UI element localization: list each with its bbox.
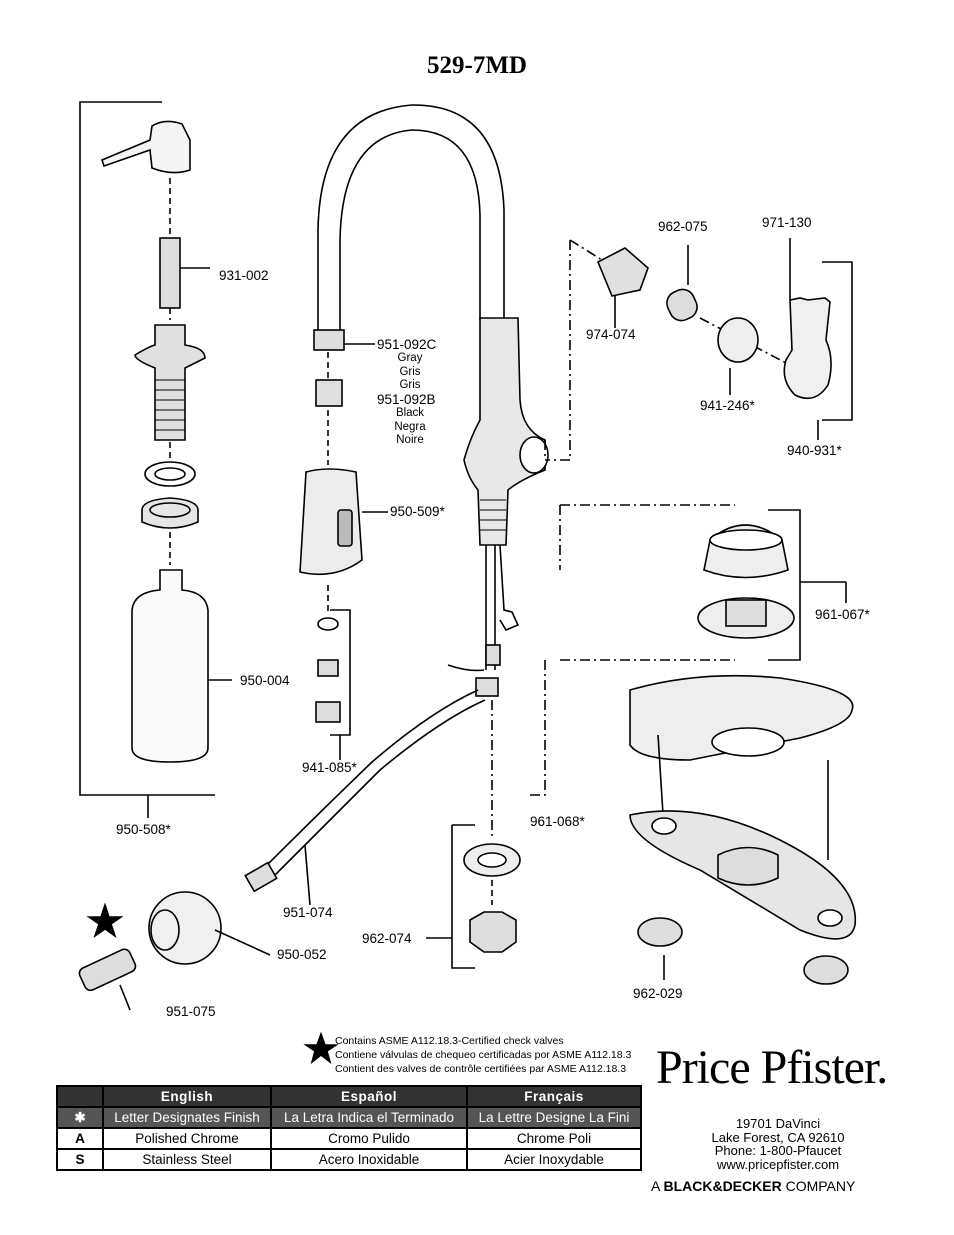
note-french: Contient des valves de contrôle certifié… [335, 1063, 627, 1075]
row-english: Polished Chrome [101, 1127, 273, 1150]
part-950-509: 950-509* [390, 504, 445, 519]
row-french: Acier Inoxydable [465, 1148, 643, 1171]
part-951-092C-colors: Gray Gris Gris [397, 352, 423, 391]
part-950-052: 950-052 [277, 947, 327, 962]
part-950-508: 950-508* [116, 822, 171, 837]
row-french: Chrome Poli [465, 1127, 643, 1150]
parent-company-line: A BLACK&DECKER COMPANY [651, 1178, 856, 1194]
row-english: Stainless Steel [101, 1148, 273, 1171]
faucet-body [463, 317, 546, 546]
finish-table-subheader: ✱ Letter Designates Finish La Letra Indi… [56, 1106, 643, 1129]
finish-table: English Español Français ✱ Letter Design… [56, 1085, 643, 1171]
part-962-075: 962-075 [658, 219, 708, 234]
part-951-092C: 951-092C [377, 337, 437, 352]
part-940-931: 940-931* [787, 443, 842, 458]
part-951-074: 951-074 [283, 905, 333, 920]
spray-head [299, 468, 363, 576]
soap-bottle [131, 569, 209, 763]
part-961-067: 961-067* [815, 607, 870, 622]
part-971-130: 971-130 [762, 215, 812, 230]
part-961-068: 961-068* [530, 814, 585, 829]
soap-pump-top [101, 120, 191, 174]
price-pfister-logo: Price Pfister. [656, 1041, 888, 1094]
subheader-spanish: La Letra Indica el Terminado [270, 1106, 468, 1129]
table-row: A Polished Chrome Cromo Pulido Chrome Po… [56, 1127, 643, 1150]
row-key: A [56, 1127, 104, 1150]
header-english: English [101, 1085, 273, 1108]
subheader-french: La Lettre Designe La Fini [465, 1106, 643, 1129]
header-key-cell [56, 1085, 104, 1108]
subheader-key: ✱ [56, 1106, 104, 1129]
deck-plate-top [629, 674, 854, 761]
part-951-075: 951-075 [166, 1004, 216, 1019]
part-974-074: 974-074 [586, 327, 636, 342]
row-key: S [56, 1148, 104, 1171]
lever-handle [783, 297, 832, 400]
part-951-092B-colors: Black Negra Noire [394, 407, 426, 446]
part-962-029: 962-029 [633, 986, 683, 1001]
table-row: S Stainless Steel Acero Inoxidable Acier… [56, 1148, 643, 1171]
faucet-spout [317, 104, 505, 330]
part-951-092B: 951-092B [377, 392, 436, 407]
check-valve-star [86, 902, 124, 939]
part-941-085: 941-085* [302, 760, 357, 775]
note-spanish: Contiene válvulas de chequeo certificada… [335, 1049, 632, 1061]
subheader-english: Letter Designates Finish [101, 1106, 273, 1129]
header-spanish: Español [270, 1085, 468, 1108]
row-spanish: Acero Inoxidable [270, 1148, 468, 1171]
company-address: 19701 DaVinci Lake Forest, CA 92610 Phon… [711, 1116, 845, 1172]
finish-table-header: English Español Français [56, 1085, 643, 1108]
model-number: 529-7MD [427, 52, 527, 79]
part-931-002: 931-002 [219, 268, 269, 283]
header-french: Français [465, 1085, 643, 1108]
part-941-246: 941-246* [700, 398, 755, 413]
pump-stem [159, 237, 181, 309]
note-english: Contains ASME A112.18.3-Certified check … [335, 1035, 564, 1047]
part-950-004: 950-004 [240, 673, 290, 688]
part-962-074: 962-074 [362, 931, 412, 946]
black-decker-logo: BLACK&DECKER [663, 1178, 782, 1194]
spray-ball [148, 891, 222, 965]
row-spanish: Cromo Pulido [270, 1127, 468, 1150]
